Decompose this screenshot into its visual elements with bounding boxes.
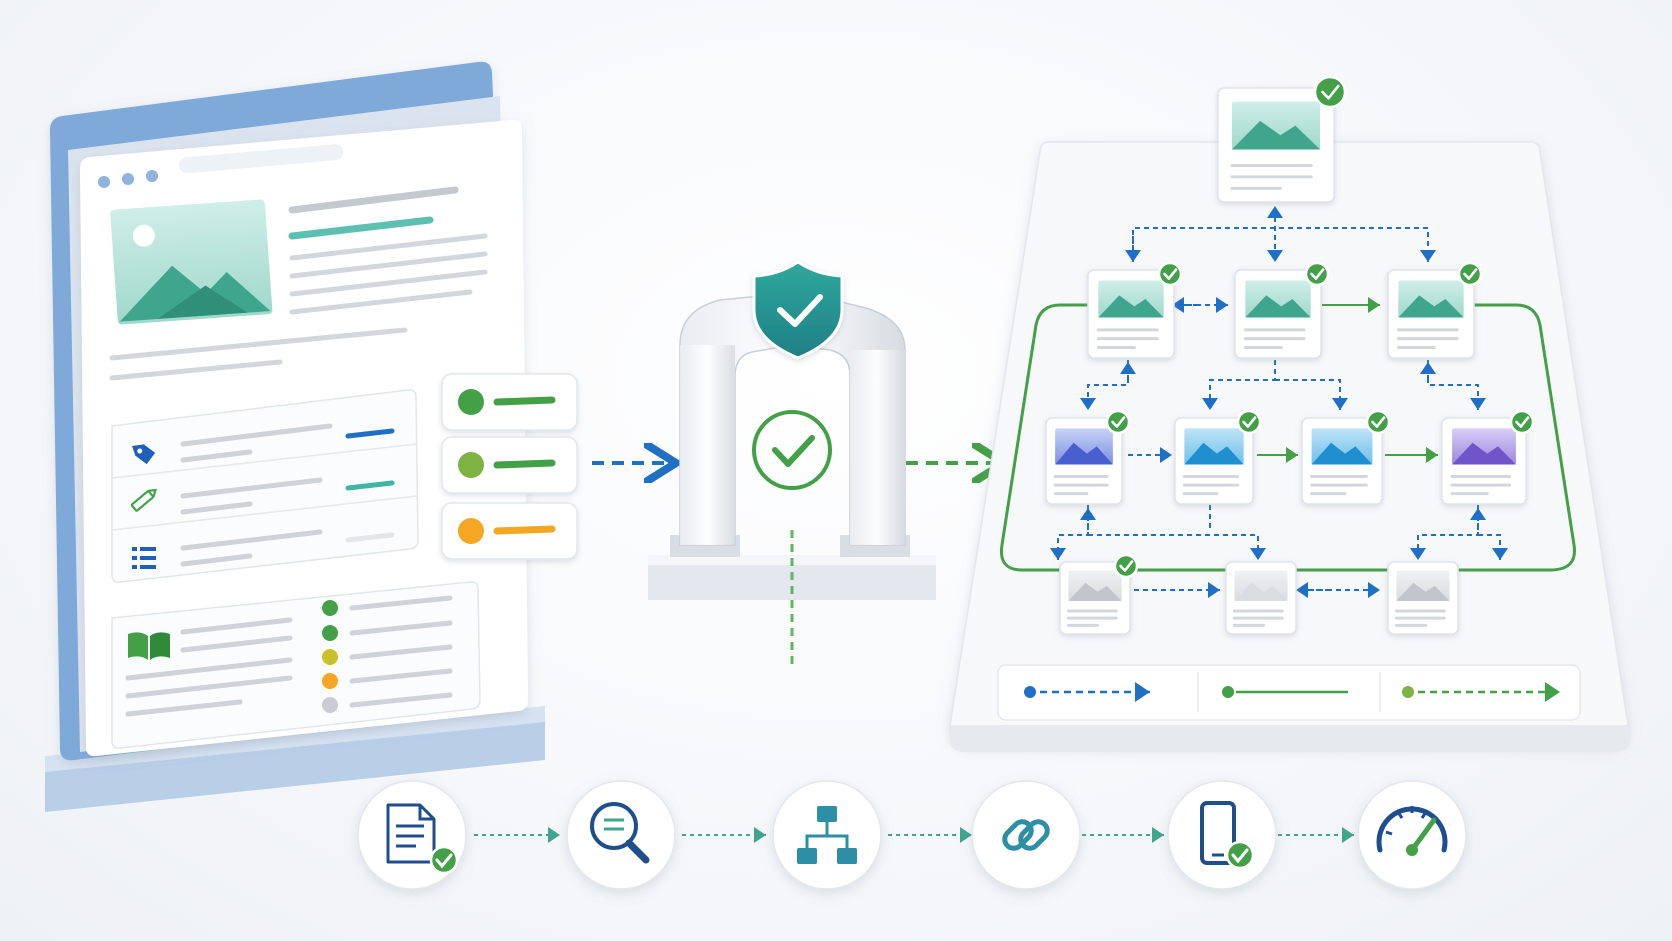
speedometer-icon <box>1357 780 1467 890</box>
checklist-dot <box>322 600 338 616</box>
checklist-line <box>349 620 453 636</box>
page-node <box>1087 261 1183 359</box>
list-icon <box>132 547 156 569</box>
status-card <box>441 373 578 431</box>
window-dot-3 <box>146 170 158 182</box>
pencil-icon <box>130 488 157 512</box>
status-bar <box>493 525 556 535</box>
page-node <box>1301 409 1391 505</box>
hero-image <box>110 199 273 325</box>
content-checklist <box>322 595 453 713</box>
legend-dashed-green <box>1402 682 1560 702</box>
solid-links <box>1257 297 1438 463</box>
page-node <box>1441 409 1535 505</box>
legend-solid-green <box>1222 686 1348 698</box>
panel-stand-base <box>45 720 545 812</box>
check-badge-icon <box>1304 261 1330 287</box>
page-node <box>1059 553 1139 635</box>
status-dot <box>458 518 484 544</box>
shield-check-icon <box>752 260 844 360</box>
check-badge-icon <box>1113 553 1139 579</box>
check-circle-icon <box>752 410 832 490</box>
page-node <box>1387 561 1459 635</box>
status-dot <box>458 452 484 478</box>
check-badge-icon <box>1157 261 1183 287</box>
page-node <box>1174 409 1262 505</box>
checklist-dot <box>322 625 338 641</box>
checklist-line <box>349 668 453 684</box>
check-badge-icon <box>1457 261 1483 287</box>
hierarchy-icon <box>772 780 882 890</box>
status-dot <box>458 389 484 415</box>
page-node <box>1217 75 1347 203</box>
page-nodes <box>1045 75 1535 635</box>
checklist-line <box>349 644 453 660</box>
checklist-dot <box>322 697 338 713</box>
status-card <box>441 502 578 560</box>
webpage-panel <box>45 61 545 812</box>
check-badge-icon <box>1313 75 1347 109</box>
check-badge-icon <box>1365 409 1391 435</box>
address-bar <box>178 144 344 174</box>
page-node <box>1045 409 1131 505</box>
status-bar <box>493 459 556 469</box>
check-badge-icon <box>1236 409 1262 435</box>
window-dot-1 <box>98 176 110 188</box>
magnifier-icon <box>566 780 676 890</box>
page-node <box>1225 561 1297 635</box>
tag-icon <box>132 444 156 465</box>
check-badge-icon <box>1509 409 1535 435</box>
status-bar <box>493 396 556 406</box>
content-box <box>111 581 481 749</box>
checklist-line <box>349 692 453 708</box>
step-row <box>357 780 1467 890</box>
article-text <box>109 186 488 381</box>
book-icon <box>128 632 170 660</box>
link-icon <box>971 780 1081 890</box>
status-cards <box>441 373 578 560</box>
status-card <box>441 436 578 494</box>
site-graph-panel <box>949 75 1630 752</box>
check-badge-icon <box>1105 409 1131 435</box>
checklist-dot <box>322 673 338 689</box>
legend-dashed-blue <box>1024 682 1150 702</box>
page-node <box>1234 261 1330 359</box>
metadata-box <box>111 389 419 583</box>
window-dot-2 <box>122 173 134 185</box>
checklist-line <box>349 595 453 611</box>
mobile-check-icon <box>1167 780 1277 890</box>
legend <box>997 664 1581 721</box>
checklist-dot <box>322 649 338 665</box>
page-node <box>1387 261 1483 359</box>
document-check-icon <box>357 780 467 890</box>
validation-gate <box>648 260 936 668</box>
